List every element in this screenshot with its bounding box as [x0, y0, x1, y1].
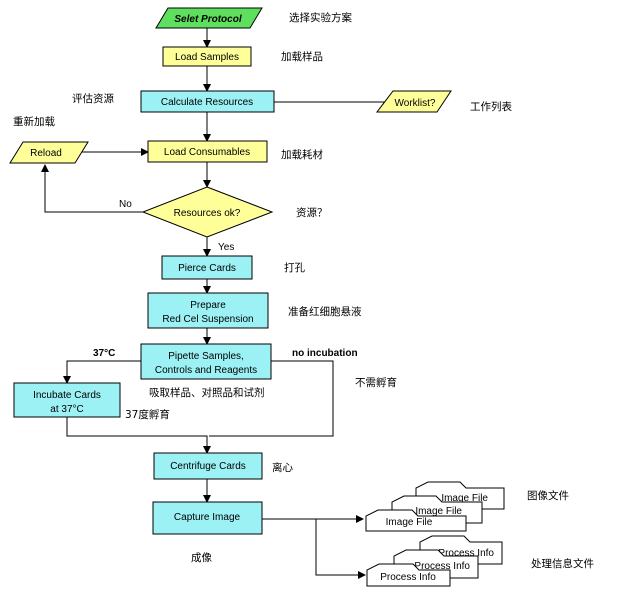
node-capture-image: Capture Image: [152, 501, 263, 535]
image-file-stack: Image File Image File Image File: [365, 481, 505, 532]
annotation-process-info: 处理信息文件: [531, 557, 594, 570]
prepare-label-line2: Red Cel Suspension: [162, 314, 253, 325]
node-worklist: Worklist?: [375, 90, 452, 113]
pierce-cards-box: [161, 255, 253, 280]
process-info-stack: Process Info Process Info Process Info: [366, 535, 503, 587]
annotation-capture-image: 成像: [191, 552, 212, 564]
annotation-prepare: 准备红细胞悬液: [288, 305, 362, 318]
resources-ok-label: Resources ok?: [174, 208, 241, 219]
annotation-image-file: 图像文件: [527, 489, 569, 502]
incubate-box: [13, 382, 121, 418]
prepare-box: [147, 292, 269, 329]
resources-ok-diamond: [141, 186, 274, 238]
node-prepare: Prepare Red Cel Suspension: [147, 292, 269, 329]
calculate-resources-label: Calculate Resources: [161, 97, 253, 108]
incubate-label-line1: Incubate Cards: [33, 390, 101, 401]
image-file-back-label: Image File: [441, 493, 488, 504]
edge-label-no: No: [119, 199, 132, 210]
pierce-cards-label: Pierce Cards: [178, 263, 236, 274]
pipette-label-line1: Pipette Samples,: [168, 351, 244, 362]
centrifuge-label: Centrifuge Cards: [170, 461, 246, 472]
node-load-samples: Load Samples: [162, 46, 252, 67]
annotation-no-incubation: 不需孵育: [355, 376, 397, 389]
node-resources-ok: Resources ok?: [141, 186, 274, 238]
capture-image-label: Capture Image: [174, 512, 241, 523]
node-incubate: Incubate Cards at 37°C: [13, 382, 121, 418]
edge-label-37c: 37°C: [93, 348, 115, 359]
edge-decision-no-to-reload: [41, 164, 143, 213]
edge-incubate-to-centrifuge: [66, 417, 211, 454]
select-protocol-shape: [155, 7, 263, 29]
annotation-resources-ok: 资源？: [296, 206, 328, 219]
node-select-protocol: Selet Protocol: [155, 7, 263, 29]
edge-capture-to-process-info: [315, 519, 366, 579]
annotation-load-consumables: 加载耗材: [281, 148, 323, 161]
select-protocol-label: Selet Protocol: [174, 14, 241, 25]
edges: [41, 28, 385, 579]
calculate-resources-box: [140, 90, 275, 113]
reload-label: Reload: [30, 148, 62, 159]
annotation-worklist: 工作列表: [470, 100, 512, 113]
edge-pipette-to-incubate: [63, 360, 141, 384]
node-calculate-resources: Calculate Resources: [140, 90, 275, 113]
process-info-doc-front: Process Info: [366, 563, 451, 587]
process-info-back-label: Process Info: [438, 548, 494, 559]
node-pipette: Pipette Samples, Controls and Reagents: [140, 343, 272, 380]
annotation-reload: 重新加载: [13, 115, 55, 128]
process-info-front-label: Process Info: [380, 572, 436, 583]
load-samples-label: Load Samples: [175, 52, 239, 63]
annotation-pierce-cards: 打孔: [284, 261, 305, 274]
prepare-label-line1: Prepare: [190, 300, 226, 311]
annotation-load-samples: 加载样品: [281, 50, 323, 63]
pipette-label-line2: Controls and Reagents: [155, 365, 257, 376]
annotation-select-protocol: 选择实验方案: [289, 11, 352, 24]
node-centrifuge: Centrifuge Cards: [153, 452, 263, 480]
reload-shape: [9, 141, 89, 164]
annotation-incubate: 37度孵育: [125, 408, 170, 421]
incubate-label-line2: at 37°C: [50, 404, 83, 415]
node-reload: Reload: [9, 141, 89, 164]
image-file-front-label: Image File: [386, 517, 433, 528]
pipette-box: [140, 343, 272, 380]
worklist-shape: [375, 90, 452, 113]
capture-image-box: [152, 501, 263, 535]
edge-pipette-no-incubation: [209, 360, 334, 437]
worklist-label: Worklist?: [395, 98, 436, 109]
load-consumables-box: [147, 140, 268, 163]
edge-label-yes: Yes: [218, 242, 234, 253]
node-pierce-cards: Pierce Cards: [161, 255, 253, 280]
annotation-centrifuge: 离心: [272, 461, 293, 474]
node-load-consumables: Load Consumables: [147, 140, 268, 163]
image-file-doc-front: Image File: [365, 509, 467, 532]
load-consumables-label: Load Consumables: [164, 147, 250, 158]
annotation-calculate-resources: 评估资源: [72, 92, 114, 105]
centrifuge-box: [153, 452, 263, 480]
edge-label-no-incubation: no incubation: [292, 348, 358, 359]
process-info-mid-label: Process Info: [414, 561, 470, 572]
load-samples-box: [162, 46, 252, 67]
annotation-pipette: 吸取样品、对照品和试剂: [149, 386, 265, 399]
image-file-mid-label: Image File: [415, 506, 462, 517]
